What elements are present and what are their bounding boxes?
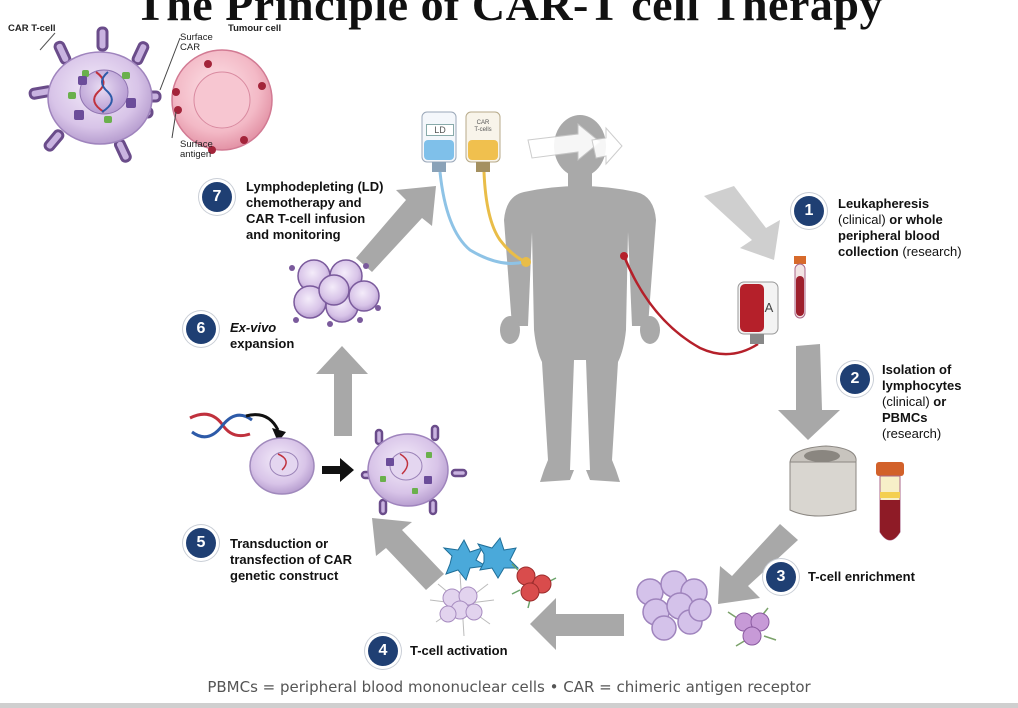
step-7-line-1: Lymphodepleting (LD) [246,179,384,194]
step-1-text: Leukapheresis (clinical) or whole periph… [838,196,1013,260]
step-1-qualifier-2: (research) [902,244,962,259]
step-3-badge: 3 [766,562,796,592]
step-5-line-1: Transduction or [230,536,329,551]
step-1-term-2: peripheral blood [838,228,940,243]
step-5-text: Transduction or transfection of CAR gene… [230,536,390,584]
step-4-label: T-cell activation [410,643,508,658]
step-2-conjunction: or [933,394,947,409]
step-2-badge: 2 [840,364,870,394]
cycle-arrows [316,186,840,650]
patient-silhouette [500,115,660,482]
tumour-cell-label: Tumour cell [228,23,282,34]
page-title: The Principle of CAR-T cell Therapy [135,0,883,30]
step-2-qualifier: (clinical) [882,394,930,409]
step-2-term-3: PBMCs [882,410,928,425]
blood-bag-label: A [764,300,774,315]
enriched-t-cells [636,570,712,641]
pbmc-tube [876,462,904,541]
blood-bag [737,281,779,344]
arrow-right-icon [322,458,354,482]
step-5-line-2: transfection of CAR [230,552,353,567]
car-t-cell-inset [28,26,273,163]
step-6-badge: 6 [186,314,216,344]
ld-bag-label: LD [426,124,454,136]
step-1-term: Leukapheresis [838,196,930,211]
step-2-qualifier-2: (research) [882,426,942,441]
footnote: PBMCs = peripheral blood mononuclear cel… [207,678,811,696]
step-1-conjunction: or whole [889,212,943,227]
bottom-edge [0,703,1018,708]
expanded-car-t-cells [289,259,381,327]
car-t-cell-label: CAR T-cell [8,23,56,34]
step-6-line-2: expansion [230,336,295,351]
monocytes [727,607,777,647]
surface-car-label-2: CAR [180,42,201,53]
centrifuge [789,445,857,517]
step-6-text: Ex-vivo expansion [230,320,350,352]
dendritic-cells [442,536,520,582]
step-1-term-3: collection [838,244,899,259]
step-7-line-4: and monitoring [246,227,341,242]
car-bag-label-2: T-cells [474,127,492,133]
step-2-term-2: lymphocytes [882,378,962,393]
surface-antigen-label-2: antigen [180,149,212,160]
car-bag-label-1: CAR [476,120,490,126]
blood-tube [794,256,806,319]
step-4-badge: 4 [368,636,398,666]
surface-antigen-label-1: Surface [180,139,213,150]
step-7-line-3: CAR T-cell infusion [246,211,366,226]
step-3-label: T-cell enrichment [808,569,915,584]
activated-t-cells [429,573,495,637]
surface-car-label-1: Surface [180,32,213,43]
step-5-badge: 5 [186,528,216,558]
rotation-arrow-icon [527,122,601,162]
activator-beads [511,563,557,609]
step-7-badge: 7 [202,182,232,212]
step-5-line-3: genetic construct [230,568,339,583]
step-7-line-2: chemotherapy and [246,195,362,210]
transduced-car-t-cell [360,424,468,516]
step-2-term: Isolation of [882,362,952,377]
step-7-text: Lymphodepleting (LD) chemotherapy and CA… [246,179,416,243]
step-1-qualifier: (clinical) [838,212,886,227]
dna-helix [189,412,286,442]
step-6-line-1: Ex-vivo [230,320,277,335]
step-2-text: Isolation of lymphocytes (clinical) or P… [882,362,1012,442]
step-1-badge: 1 [794,196,824,226]
